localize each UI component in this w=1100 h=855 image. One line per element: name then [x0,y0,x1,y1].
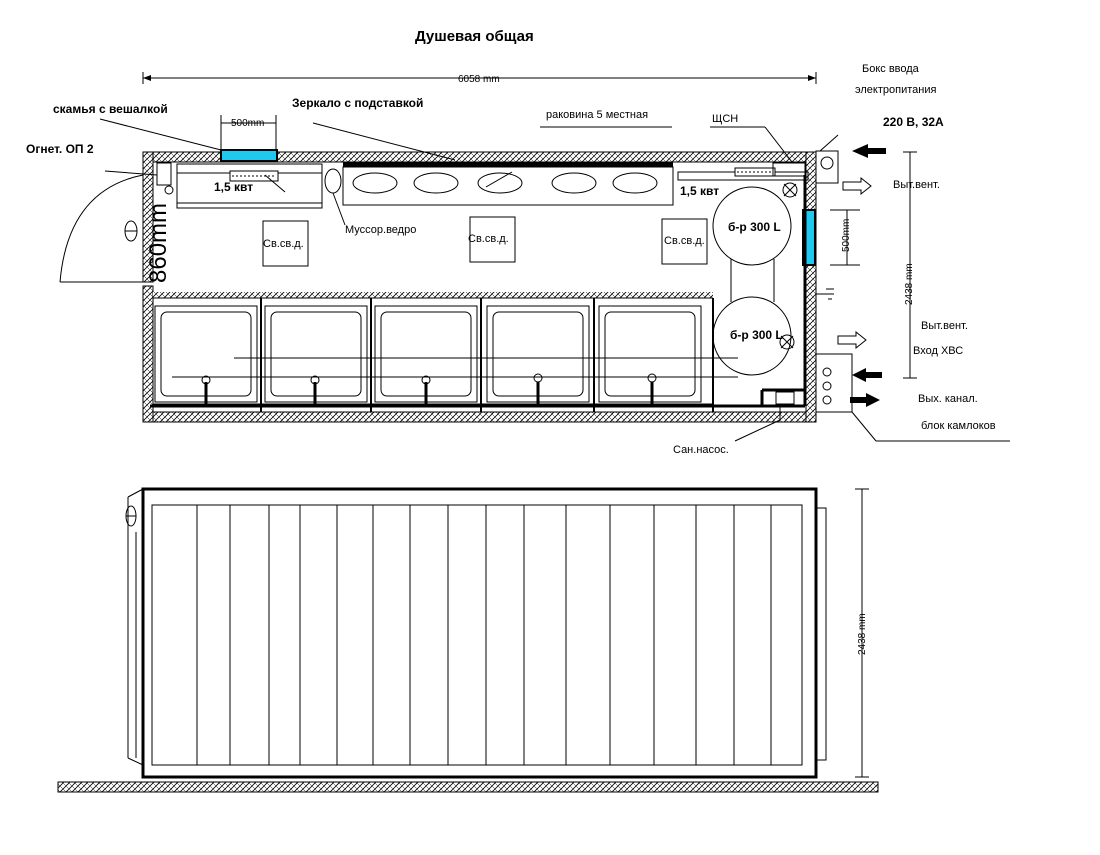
sink-5-place [342,166,674,206]
extinguisher-label: Огнет. ОП 2 [26,142,94,156]
water-in-arrow-icon [852,368,882,382]
lamp-3-label: Св.св.д. [664,235,705,247]
shower-cabins [153,297,714,412]
bench-label: скамья с вешалкой [53,102,168,116]
boilers: б-р 300 L б-р 300 L [712,186,792,376]
piping [150,175,807,408]
power-box-label-1: Бокс ввода [862,63,920,75]
door-width-label: 860mm [145,203,172,283]
boiler-1-label: б-р 300 L [728,220,781,234]
lamp-3 [661,218,708,265]
sewer-out-arrow-icon [850,393,880,407]
vent-arrow-icon-2 [837,330,867,350]
mirror-label: Зеркало с подставкой [292,96,423,110]
dim-500-top: 500mm [220,115,277,150]
sewer-out-label: Вых. канал. [918,393,978,405]
diagram-title: Душевая общая [415,28,534,45]
lamp-2 [469,216,516,263]
width-bottom-label: 2438 mm [857,613,868,655]
power-box-label-2: электропитания [855,84,936,96]
power-spec-label: 220 В, 32А [883,115,944,129]
lamp-1-label: Св.св.д. [263,238,304,250]
heater-left-label: 1,5 квт [214,180,253,194]
fan-icon-1 [782,182,798,198]
boiler-2-label: б-р 300 L [730,328,783,342]
heater-right-label: 1,5 квт [680,184,719,198]
length-label: 6058 mm [458,74,500,85]
dim-500-right-label: 500mm [841,219,852,252]
camlock-block [815,353,1010,442]
vent-arrow-icon-1 [842,176,872,196]
door-swing: 860mm [59,174,172,283]
dim-500-right: 500mm [830,209,860,266]
trash-label: Муссор.ведро [345,224,416,236]
pump-box [775,391,795,405]
panel-box [772,162,806,177]
ground-icon [816,288,834,300]
elevation-view: 2438 mm [57,487,879,793]
length-dimension: 6058 mm [142,72,817,85]
power-box [815,134,839,184]
power-in-arrow-icon [852,144,886,158]
camlock-label: блок камлоков [921,420,996,432]
vent-1-label: Выт.вент. [893,179,940,191]
trash-can-icon [324,168,342,194]
panel-label: ЩСН [712,113,738,125]
heater-right: 1,5 квт [677,167,809,198]
panel-leader [764,126,793,163]
width-top-label: 2438 mm [904,263,915,305]
pump-label: Сан.насос. [673,444,729,456]
lamp-1 [262,220,309,267]
mirror-bar [343,162,673,167]
extinguisher-icon [104,162,174,195]
bench-hook-marker [220,149,278,162]
mirror-leader [312,122,456,161]
fan-icon-2 [779,334,795,350]
lamp-2-label: Св.св.д. [468,233,509,245]
vent-2-label: Выт.вент. [921,320,968,332]
dim-500-top-label: 500mm [231,118,264,129]
bench-leader [99,118,222,151]
sink-label: раковина 5 местная [546,109,648,121]
width-dimension-top: 2438 mm [903,151,917,379]
water-in-label: Вход ХВС [913,345,963,357]
bench: 1,5 квт [176,163,323,209]
